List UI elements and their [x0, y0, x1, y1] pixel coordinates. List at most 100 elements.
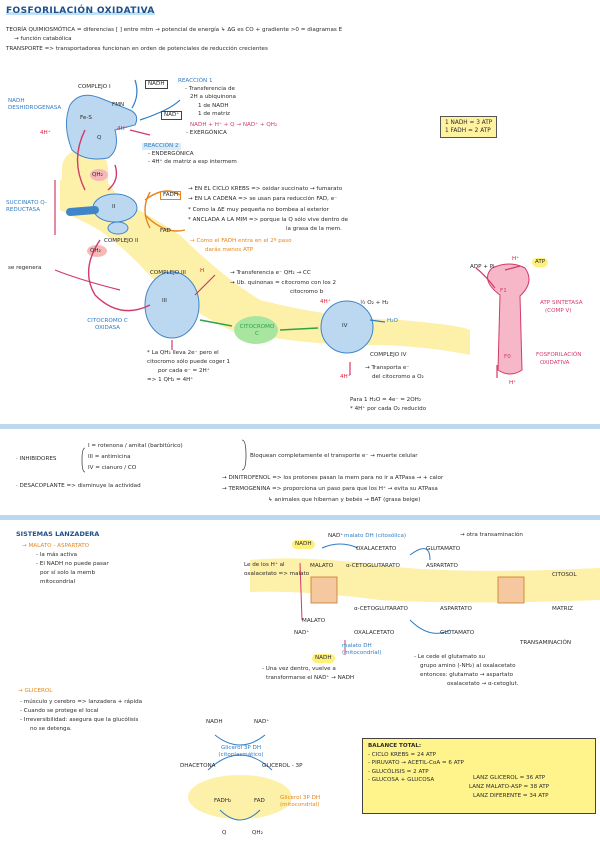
mal-asp-note4: mitocondrial [40, 579, 76, 585]
cytochrome-c-shape [234, 316, 278, 344]
c2-note4: * ANCLADA A LA MIM => porque la Q sólo v… [188, 217, 349, 223]
c4-note3: Para 1 H₂O = 4e⁻ = 2OH₂ [350, 397, 422, 403]
glicerol-qh2: QH₂ [252, 830, 263, 836]
inhibitors-label: · INHIBIDORES [16, 456, 57, 462]
nad-bot: NAD⁺ [294, 630, 310, 636]
se-regenera-label: se regenera [8, 265, 42, 271]
glicerol-title: → GLICEROL [18, 688, 53, 694]
header-line-3: TRANSPORTE => transportadores funcionan … [6, 46, 268, 52]
glicerol-nad: NAD⁺ [254, 719, 270, 725]
inhibitor-iii: III = antimicina [88, 454, 131, 460]
akg-bot: α-CETOGLUTARATO [354, 606, 408, 612]
right-note2: grupo amino (-NH₂) al oxalacetato [420, 663, 516, 669]
complex-i-shape [66, 94, 138, 160]
glu-bot: GLUTAMATO [440, 630, 475, 636]
atp-h-top: H⁺ [512, 256, 520, 262]
inhibitor-i: I = rotenona / amital (barbitúrico) [88, 443, 183, 449]
fos-ox-label2: OXIDATIVA [540, 360, 570, 366]
balance-box: BALANCE TOTAL: - CICLO KREBS = 24 ATP - … [362, 738, 596, 814]
balance-title: BALANCE TOTAL: [368, 743, 422, 749]
glicerol-q: Q [222, 830, 227, 836]
complex-ii-label: COMPLEJO II [104, 238, 139, 244]
c4-note1: → Transporta e⁻ [365, 365, 410, 371]
balance-glucolisis: - GLUCÓLISIS = 2 ATP [368, 768, 429, 775]
bottom-note1: - Una vez dentro, vuelve a [262, 666, 336, 672]
atp-label: ATP [532, 258, 549, 267]
malato-dh-cit: malato DH (citosólica) [344, 533, 407, 539]
f1-label: F1 [500, 288, 507, 294]
citosol-label: CITOSOL [552, 572, 577, 578]
c2-note3: * Como la ΔE muy pequeña no bombea al ex… [188, 207, 329, 213]
left-note1: Le de los H⁺ al [244, 562, 285, 568]
c2-note5: la grasa de la mem. [286, 226, 342, 232]
complex-iv-label: COMPLEJO IV [370, 352, 407, 358]
right-note3: entonces: glutamato → aspartato [420, 672, 514, 678]
succinato-label: SUCCINATO Q-REDUCTASA [6, 200, 47, 213]
r1-line4: 1 de matriz [198, 111, 230, 117]
c2-note2: → EN LA CADENA => se usan para reducción… [188, 196, 338, 202]
mal-asp-subtitle: → MALATO - ASPARTATO [22, 543, 90, 549]
r1-equation: NADH + H⁺ + Q → NAD⁺ + QH₂ [190, 122, 278, 128]
complex-iii-h: H [200, 268, 205, 274]
glicerol-note1: - músculo y cerebro => lanzadera + rápid… [20, 699, 143, 705]
complex-iv-numeral: IV [342, 323, 348, 329]
nadh-bot: NADH [312, 654, 335, 663]
mal-asp-note1: - la más activa [36, 552, 78, 558]
r2-line2: - 4H⁺ de matriz a esp intermem [148, 159, 237, 165]
atp-synthase-shape [487, 263, 530, 375]
fad-label: FAD [160, 228, 171, 234]
c2-note1: → EN EL CICLO KREBS => oxidar succinato … [188, 186, 343, 192]
reaccion2-title: REACCIÓN 2 [142, 143, 181, 150]
adp-label: ADP + Pi [470, 264, 495, 270]
malato-bot: MALATO [302, 618, 326, 624]
inhibitor-iv: IV = cianuro / CO [88, 465, 137, 471]
glycerol-mit-enzyme [188, 775, 292, 819]
g3pdh-mit: Glicerol 3P DH (mitocondrial) [280, 795, 321, 808]
malato-top: MALATO [310, 563, 334, 569]
header-line-2: → función catabólica [14, 36, 72, 42]
complex-iv-h-top: 4H⁺ [320, 299, 331, 305]
r2-line1: - ENDERGÓNICA [148, 151, 194, 157]
trans-top: → otra transaminación [460, 532, 523, 538]
balance-piruvato: - PIRUVATO → ACETIL-CoA = 6 ATP [368, 760, 464, 767]
atp-fadh: 1 FADH = 2 ATP [445, 128, 491, 134]
fadh-note1: → Como el FADH entra en el 2º paso [190, 238, 292, 244]
reaccion1-title: REACCIÓN 1 [178, 78, 213, 84]
q-label: Q [97, 135, 102, 141]
atp-synth-label1: ATP SINTETASA [540, 300, 583, 306]
r1-line3: 1 de NADH [198, 103, 229, 109]
fad-label-g: FAD [254, 798, 265, 804]
balance-krebs: - CICLO KREBS = 24 ATP [368, 751, 437, 758]
fadh2-label: FADH₂ [214, 798, 232, 804]
complex-ii-numeral: II [112, 204, 116, 210]
fmn-label: FMN [112, 102, 125, 108]
complex-iv-h-bot: 4H⁺ [340, 374, 351, 380]
glicerol-nadh: NADH [206, 719, 223, 725]
mal-asp-note2: - El NADH no puede pasar [36, 561, 109, 567]
h-left-label: 4H⁺ [40, 130, 51, 136]
nadh-label: NADH [145, 80, 168, 89]
shuttle-membrane [250, 558, 600, 603]
malato-dh-mit: malato DH (mitocondrial) [342, 643, 382, 656]
h2o-label: H₂O [387, 318, 398, 324]
complex-iii-label: COMPLEJO III [150, 270, 186, 276]
balance-glucosa: - GLUCOSA + GLUCOSA [368, 777, 435, 784]
f0-label: F0 [504, 354, 511, 360]
c4-note2: del citocromo a O₂ [372, 374, 424, 380]
bottom-note2: transformarse el NAD⁺ → NADH [266, 675, 355, 681]
fadh-note2: darás menos ATP [205, 247, 254, 253]
glicerol-note3: - Irreversibilidad: asegura que la glucó… [20, 717, 139, 723]
atp-equivalence-box: 1 NADH = 3 ATP 1 FADH = 2 ATP [440, 116, 498, 138]
left-note2: oxalacetato => malato [244, 571, 310, 577]
c3-bottom4: => 1 QH₂ = 4H⁺ [147, 377, 194, 383]
r1-line1: - Transferencia de [185, 86, 235, 92]
shuttle-nadh-top: NADH [292, 540, 315, 549]
uncoupler-d2: → TERMOGENINA => proporciona un paso par… [222, 486, 438, 492]
matriz-label: MATRIZ [552, 606, 574, 612]
fes-label: Fe-S [80, 115, 92, 121]
fos-ox-label1: FOSFORILACIÓN [536, 352, 582, 358]
c3-bottom3: por cada e⁻ = 2H⁺ [158, 368, 210, 374]
atp-nadh: 1 NADH = 3 ATP [445, 120, 493, 126]
oxal-bot: OXALACETATO [354, 630, 395, 636]
glicerol3p-label: GLICEROL - 3P [262, 763, 303, 769]
